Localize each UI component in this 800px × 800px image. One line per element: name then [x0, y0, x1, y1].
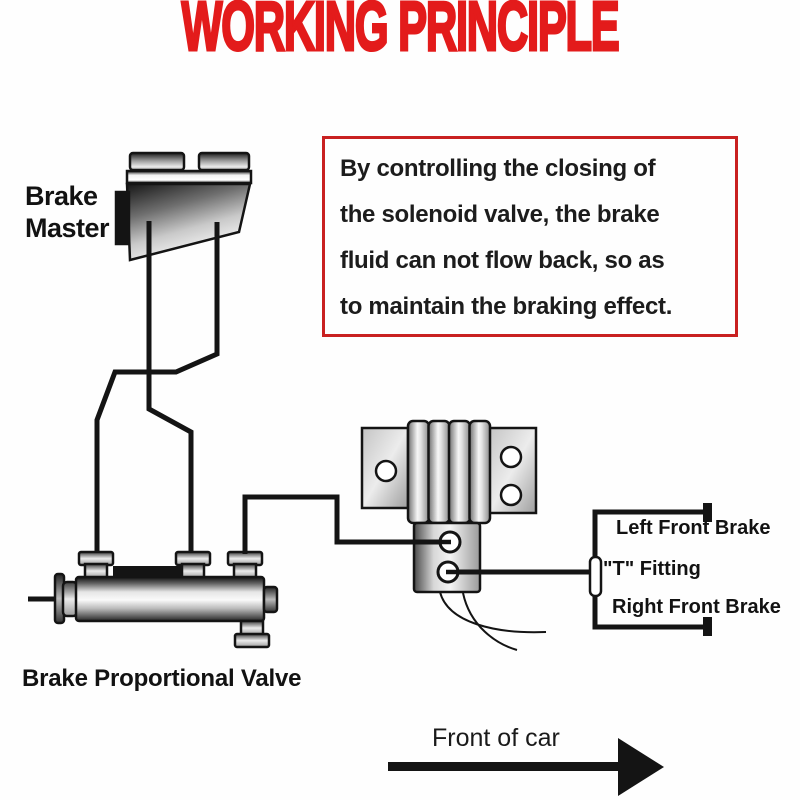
brake-master-label-line2: Master — [25, 213, 110, 243]
master-side-mount — [114, 190, 131, 246]
master-cap-tab-right — [197, 151, 251, 172]
solenoid-wire — [439, 591, 547, 634]
solenoid-wire — [462, 592, 518, 651]
master-cap-bar — [125, 169, 253, 185]
solenoid-wires — [439, 591, 547, 651]
solenoid-ports — [436, 530, 462, 584]
t-fitting-drawing — [588, 503, 712, 636]
brake-proportional-valve-drawing — [53, 550, 279, 649]
info-box: By controlling the closing of the soleno… — [322, 136, 738, 337]
arrow-shaft — [388, 762, 622, 771]
info-line: the solenoid valve, the brake — [340, 201, 660, 228]
right-front-brake-label: Right Front Brake — [612, 596, 781, 618]
info-line: fluid can not flow back, so as — [340, 247, 665, 274]
master-cap-tab-left — [128, 151, 186, 172]
t-fitting-top-tick — [703, 503, 712, 522]
front-of-car-label: Front of car — [432, 724, 560, 752]
solenoid-lines — [242, 494, 596, 575]
brake-master-label: Brake Master — [25, 180, 110, 244]
solenoid-coil-rib — [447, 419, 472, 525]
brake-line-right — [94, 222, 220, 556]
solenoid-coil-rib — [427, 419, 451, 525]
left-front-brake-label: Left Front Brake — [616, 517, 771, 539]
solenoid-bracket-hole — [499, 483, 523, 507]
brake-master-label-line1: Brake — [25, 181, 98, 211]
solenoid-coil-rib — [406, 419, 431, 525]
page-title: WORKING PRINCIPLE — [181, 0, 621, 65]
solenoid-bracket-hole — [499, 445, 523, 469]
valve-right-nub — [262, 585, 279, 614]
arrow-head — [618, 738, 664, 796]
info-line: By controlling the closing of — [340, 155, 656, 182]
t-fitting-bottom-tick — [703, 617, 712, 636]
valve-bottom-flange — [233, 632, 271, 649]
solenoid-bracket-hole — [374, 459, 398, 483]
brake-line-left — [146, 221, 194, 556]
brake-master-drawing — [114, 151, 253, 262]
front-of-car-arrow — [388, 738, 664, 796]
valve-cylinder-body — [74, 575, 266, 623]
proportional-valve-label: Brake Proportional Valve — [22, 665, 302, 692]
t-fitting-label: "T" Fitting — [603, 558, 701, 580]
valve-to-solenoid-line — [242, 494, 449, 554]
brake-lines — [28, 221, 220, 602]
t-fitting-capsule — [588, 555, 603, 598]
solenoid-coil-rib — [468, 419, 492, 525]
master-reservoir-body — [125, 182, 252, 262]
info-line: to maintain the braking effect. — [340, 293, 673, 320]
valve-top-band — [113, 566, 181, 578]
